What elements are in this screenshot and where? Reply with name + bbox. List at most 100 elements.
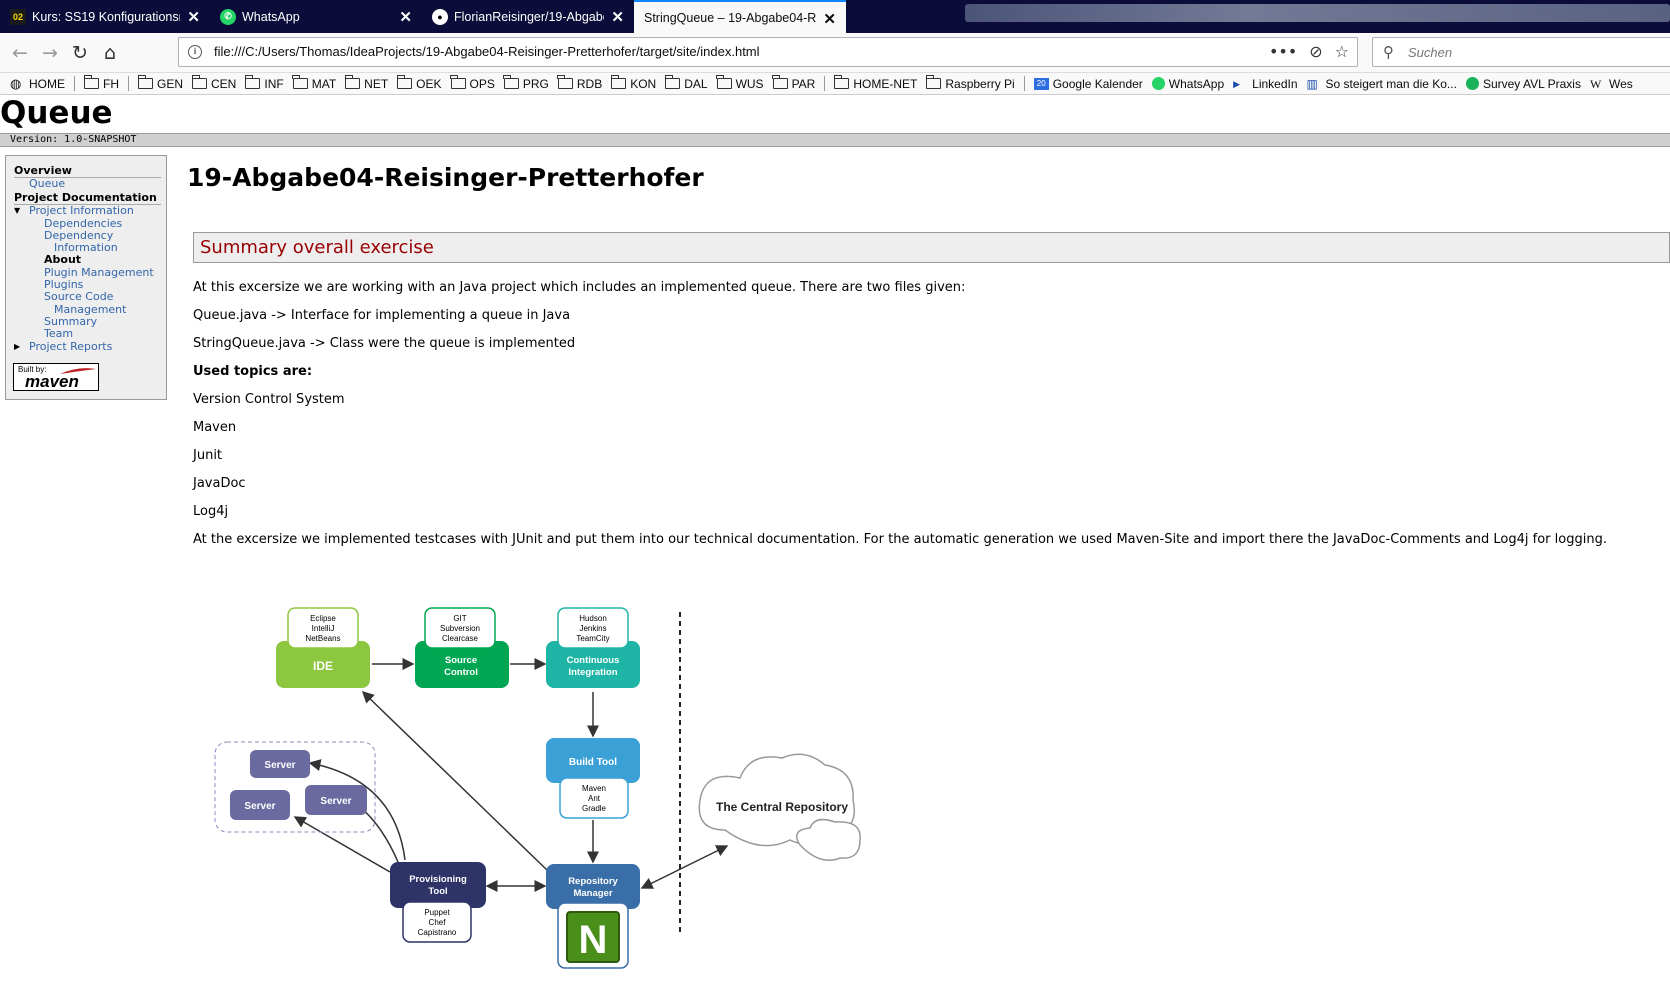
nav-link-label: Dependency [44, 228, 114, 242]
close-icon[interactable]: ✕ [611, 9, 624, 26]
bookmark-raspberry-pi[interactable]: Raspberry Pi [925, 75, 1015, 91]
bookmark-cen[interactable]: CEN [191, 75, 236, 91]
close-icon[interactable]: ✕ [399, 9, 412, 26]
more-actions-icon[interactable]: ••• [1268, 42, 1298, 61]
feather-icon [60, 368, 96, 374]
bookmark-label: HOME [29, 76, 65, 91]
whatsapp-icon: ✆ [220, 8, 236, 25]
bookmark-rdb[interactable]: RDB [557, 75, 602, 91]
bookmark-separator [128, 76, 129, 91]
reload-icon[interactable]: ↻ [72, 42, 88, 64]
tab-strip: 02 Kurs: SS19 Konfigurationsmana ✕ ✆ Wha… [0, 0, 1670, 33]
bookmark-net[interactable]: NET [344, 75, 388, 91]
nav-link-plugins[interactable]: Plugins [44, 278, 84, 292]
tab-github[interactable]: ● FlorianReisinger/19-Abgabe04- ✕ [422, 0, 634, 33]
bookmark-label: INF [264, 76, 284, 91]
folder-icon [716, 75, 732, 89]
tab-label: FlorianReisinger/19-Abgabe04- [454, 9, 604, 24]
bookmark-label: Raspberry Pi [945, 76, 1015, 91]
built-by-maven-badge[interactable]: Built by: maven [13, 363, 99, 391]
bookmark-mat[interactable]: MAT [292, 75, 336, 91]
folder-icon [137, 75, 153, 89]
server-group [214, 741, 376, 833]
ide-tool: IntelliJ [312, 624, 335, 633]
search-input[interactable]: ⚲ Suchen [1372, 37, 1670, 67]
bookmark-survey-avl-praxis[interactable]: Survey AVL Praxis [1465, 76, 1581, 91]
tab-label: Kurs: SS19 Konfigurationsmana [32, 9, 180, 24]
nav-link-label: Project Information [29, 204, 134, 218]
nav-link-label: Project Reports [29, 339, 113, 353]
ci-tool: Jenkins [579, 624, 606, 633]
scm-tool: GIT [453, 614, 466, 623]
linkedin-icon: ▶ [1233, 78, 1241, 89]
tab-stringqueue[interactable]: StringQueue – 19-Abgabe04-Reisin ✕ [634, 0, 846, 33]
bookmark-label: Wes [1608, 76, 1633, 91]
folder-icon [83, 75, 99, 89]
bookmark-label: So steigert man die Ko... [1325, 76, 1457, 91]
nav-link-project-information[interactable]: ▼ Project Information [14, 205, 166, 217]
url-bar[interactable]: i file:///C:/Users/Thomas/IdeaProjects/1… [178, 37, 1358, 67]
tab-kurs[interactable]: 02 Kurs: SS19 Konfigurationsmana ✕ [0, 0, 210, 33]
page-title: 19-Abgabe04-Reisinger-Pretterhofer [187, 163, 704, 192]
info-icon[interactable]: i [188, 45, 202, 59]
prov-tool: Puppet [424, 908, 450, 917]
folder-icon [833, 75, 850, 89]
nav-link-plugin-management[interactable]: Plugin Management [44, 265, 154, 279]
bookmark-dal[interactable]: DAL [664, 75, 708, 91]
bookmark-inf[interactable]: INF [244, 75, 284, 91]
built-by-label: Built by: [18, 365, 47, 374]
star-icon[interactable]: ☆ [1334, 42, 1349, 61]
bookmark-oek[interactable]: OEK [396, 75, 442, 91]
left-navigation: Overview Queue Project Documentation ▼ P… [5, 155, 167, 400]
back-icon[interactable]: ← [12, 42, 28, 64]
nav-link-summary[interactable]: Summary [44, 314, 98, 328]
bookmark-home[interactable]: ◍HOME [10, 77, 65, 91]
nav-link-source-code-management[interactable]: Source Code Management [14, 291, 166, 316]
bookmark-label: Google Kalender [1052, 76, 1143, 91]
bookmark-label: GEN [157, 76, 184, 91]
prov-tool: Chef [429, 918, 447, 927]
folder-icon [191, 75, 208, 89]
ci-title: Integration [568, 667, 617, 678]
bookmark-so-steigert-man-die-ko[interactable]: ▥So steigert man die Ko... [1307, 77, 1457, 91]
bookmark-prg[interactable]: PRG [503, 75, 549, 91]
nav-link-project-reports[interactable]: ▶ Project Reports [14, 339, 166, 353]
bookmark-gen[interactable]: GEN [137, 75, 184, 91]
nav-link-label: Management [54, 302, 127, 316]
close-icon[interactable]: ✕ [187, 9, 200, 26]
ide-tool: NetBeans [305, 634, 340, 643]
bookmark-linkedin[interactable]: ▶LinkedIn [1233, 77, 1297, 91]
paragraph-intro: At this excersize we are working with an… [193, 280, 966, 295]
nexus-icon [566, 911, 620, 963]
bookmark-label: Survey AVL Praxis [1482, 76, 1581, 91]
bookmark-par[interactable]: PAR [772, 75, 815, 91]
bookmark-ops[interactable]: OPS [450, 75, 495, 91]
section-title: Summary overall exercise [200, 237, 434, 258]
bookmark-kon[interactable]: KON [610, 75, 656, 91]
bookmark-wus[interactable]: WUS [716, 75, 764, 91]
site-title: Queue [0, 95, 113, 131]
paragraph-topic: Log4j [193, 504, 229, 519]
pocket-icon[interactable]: ⊘ [1309, 42, 1323, 61]
home-icon[interactable]: ⌂ [103, 42, 117, 64]
ide-tool: Eclipse [310, 614, 336, 623]
nav-link-queue[interactable]: Queue [29, 177, 66, 190]
bookmark-fh[interactable]: FH [83, 75, 119, 91]
ci-box [546, 641, 640, 688]
nav-link-dependencies[interactable]: Dependencies [44, 216, 123, 230]
github-icon: ● [432, 8, 448, 25]
bookmark-label: OPS [469, 76, 495, 91]
tab-whatsapp[interactable]: ✆ WhatsApp ✕ [210, 0, 422, 33]
nav-link-team[interactable]: Team [44, 327, 74, 341]
bookmark-whatsapp[interactable]: WhatsApp [1151, 77, 1224, 91]
nav-heading-overview: Overview [14, 164, 161, 178]
bookmark-home-net[interactable]: HOME-NET [833, 75, 917, 91]
nav-link-dependency-information[interactable]: Dependency Information [14, 228, 166, 255]
close-icon[interactable]: ✕ [823, 11, 836, 28]
forward-icon[interactable]: → [42, 42, 58, 64]
build-tool: Gradle [582, 804, 607, 813]
build-tool: Ant [588, 794, 601, 803]
